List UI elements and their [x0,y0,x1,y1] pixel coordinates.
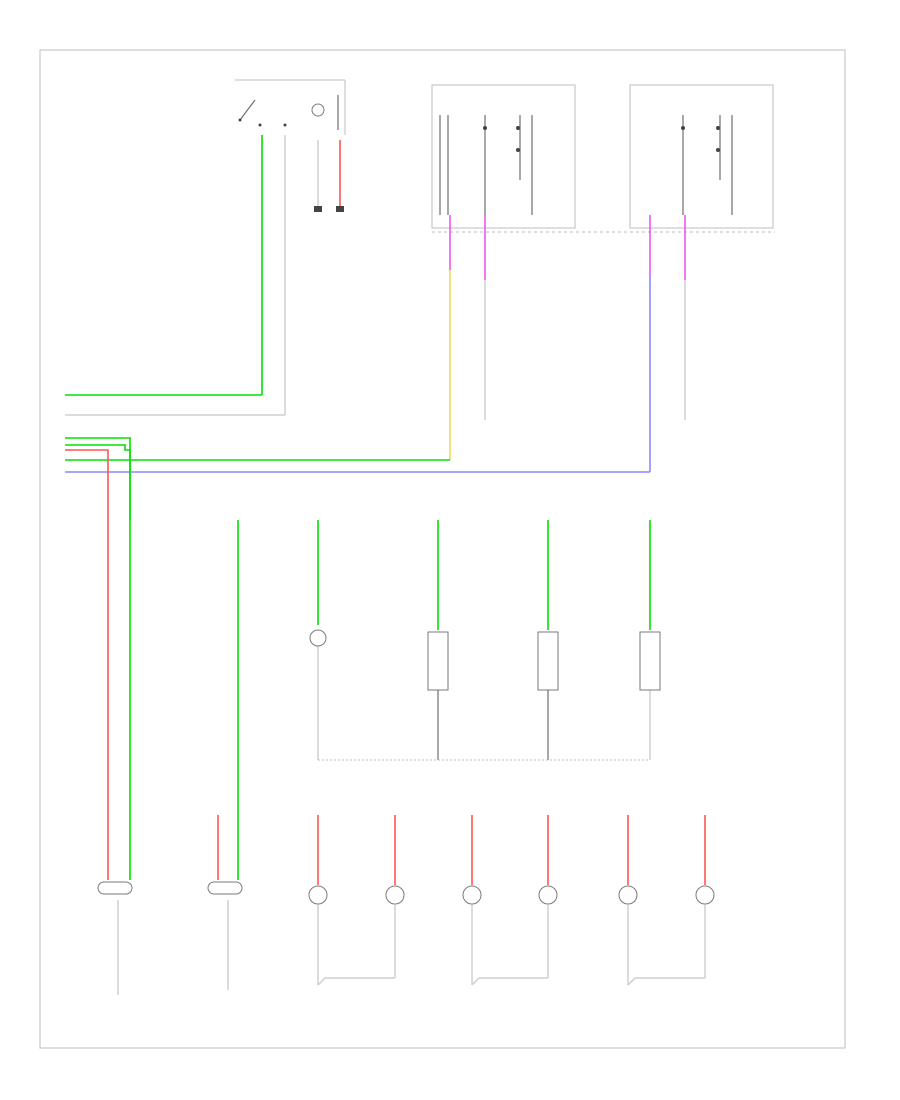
harness-connector [65,437,131,820]
lamp-icon [97,881,133,895]
indicator-lamp-icon [311,103,325,117]
lamp-icon [462,885,482,905]
lamp-icon [618,885,638,905]
lamp-icon [308,885,328,905]
switch-assembly [235,79,346,135]
lamp-icon [207,881,243,895]
diagram-frame [39,49,846,1049]
middle-lamp-row [237,520,661,820]
lamp-icon [309,629,327,647]
relay-box-2 [629,84,774,229]
lamp-icon [538,885,558,905]
lamp-icon [639,631,661,691]
lamp-icon [385,885,405,905]
lamp-icon [695,885,715,905]
relay-box-1 [431,84,576,229]
bottom-lamp-row [97,815,715,995]
relay-wires [65,215,686,473]
lamp-icon [537,631,559,691]
lamp-icon [427,631,449,691]
switch-wires [65,135,344,416]
